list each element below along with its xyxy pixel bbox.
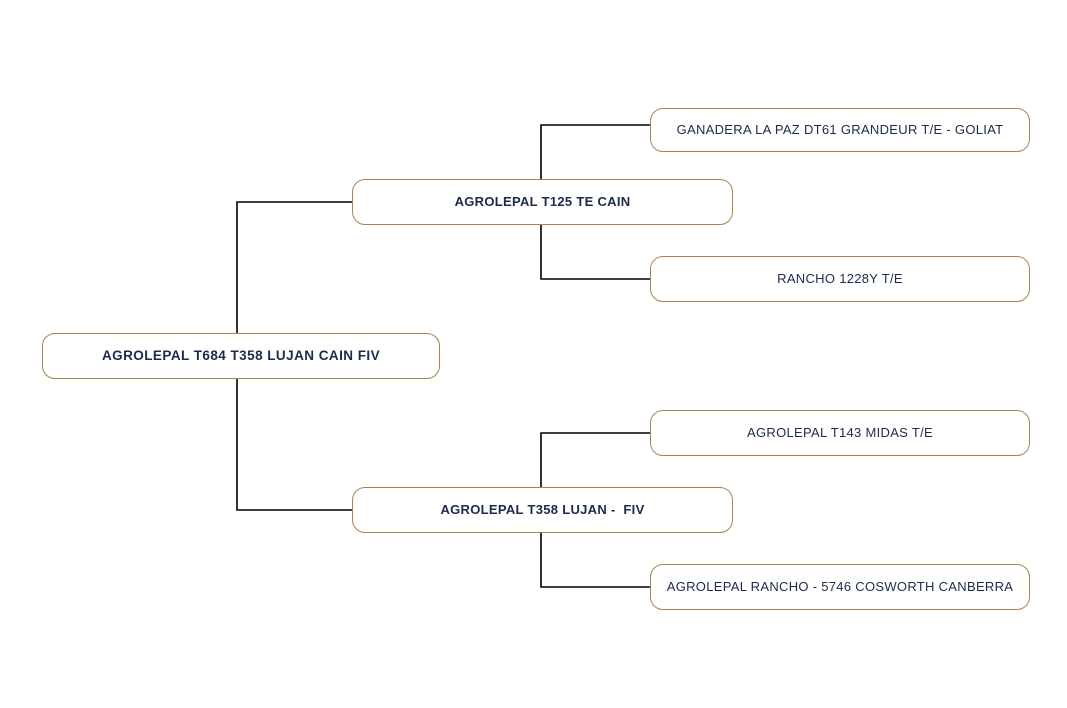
- connector-root-to-sire: [236, 201, 352, 356]
- node-dam-dam[interactable]: AGROLEPAL RANCHO - 5746 COSWORTH CANBERR…: [650, 564, 1030, 610]
- connector-dam-to-dam-sire: [540, 432, 650, 510]
- connector-dam-to-dam-dam: [540, 510, 650, 588]
- connector-sire-to-sire-sire: [540, 124, 650, 202]
- node-sire-sire[interactable]: GANADERA LA PAZ DT61 GRANDEUR T/E - GOLI…: [650, 108, 1030, 152]
- node-sire[interactable]: AGROLEPAL T125 TE CAIN: [352, 179, 733, 225]
- node-dam[interactable]: AGROLEPAL T358 LUJAN - FIV: [352, 487, 733, 533]
- node-root-animal[interactable]: AGROLEPAL T684 T358 LUJAN CAIN FIV: [42, 333, 440, 379]
- node-sire-dam[interactable]: RANCHO 1228Y T/E: [650, 256, 1030, 302]
- connector-root-to-dam: [236, 356, 352, 511]
- connector-sire-to-sire-dam: [540, 202, 650, 280]
- node-dam-sire[interactable]: AGROLEPAL T143 MIDAS T/E: [650, 410, 1030, 456]
